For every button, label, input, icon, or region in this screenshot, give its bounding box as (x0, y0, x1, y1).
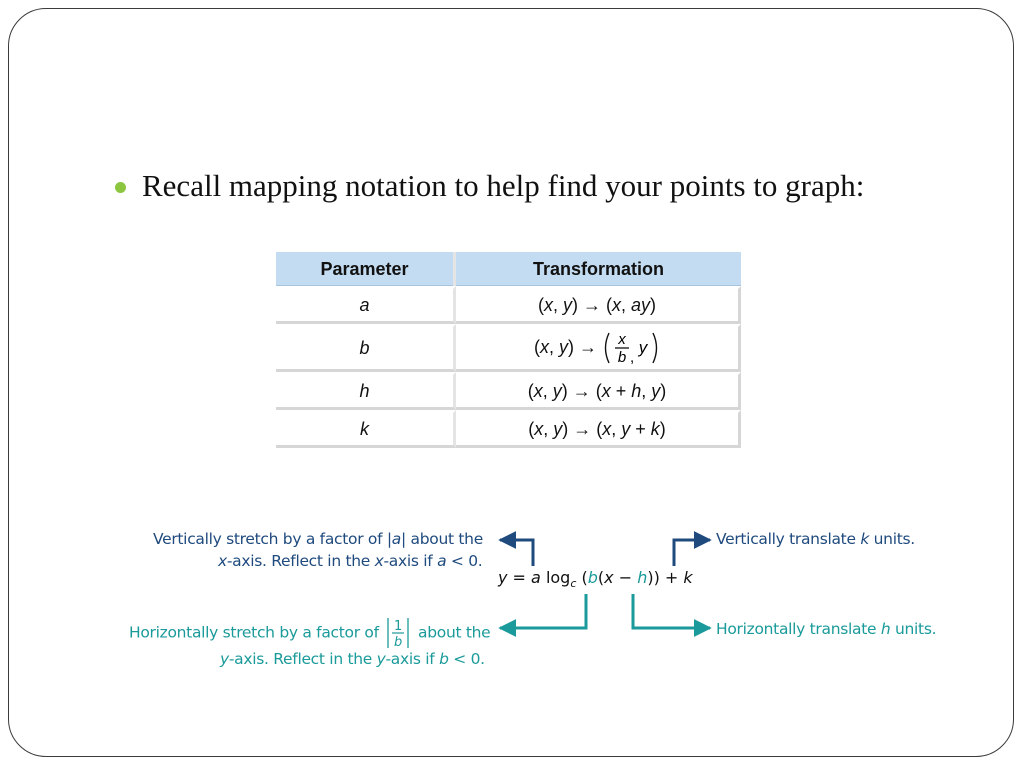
arrow-h-to-horizontal-translate (631, 594, 712, 637)
svg-text:b: b (394, 635, 402, 649)
svg-text:b: b (618, 349, 626, 365)
transformation-cell: (x, y) → (x, ay) (456, 286, 741, 324)
arrow-k-to-vertical-translate (672, 531, 712, 566)
vertical-stretch-line2: x-axis. Reflect in the x-axis if a < 0. (218, 552, 483, 570)
svg-text:x: x (617, 331, 626, 348)
transformation-cell: (x, y) → x b , y (456, 324, 741, 372)
horizontal-translate-label: Horizontally translate h units. (716, 620, 937, 638)
header-transformation: Transformation (456, 252, 741, 286)
bullet-dot-icon (115, 182, 126, 193)
transformation-cell: (x, y) → (x, y + k) (456, 410, 741, 448)
table-row: h (x, y) → (x + h, y) (276, 372, 741, 410)
vertical-stretch-line1: Vertically stretch by a factor of |a| ab… (153, 530, 483, 548)
mapping-notation-table: Parameter Transformation a (x, y) → (x, … (276, 252, 741, 448)
table-row: b (x, y) → x b , y (276, 324, 741, 372)
vertical-translate-label: Vertically translate k units. (716, 530, 915, 548)
param-cell: h (276, 372, 456, 410)
param-cell: b (276, 324, 456, 372)
bullet-item: Recall mapping notation to help find you… (115, 168, 865, 204)
table-header-row: Parameter Transformation (276, 252, 741, 286)
log-equation: y = a logc (b(x − h)) + k (498, 568, 693, 590)
horizontal-stretch-line1: Horizontally stretch by a factor of 1 b … (129, 618, 491, 650)
horizontal-stretch-line2: y-axis. Reflect in the y-axis if b < 0. (220, 650, 485, 668)
param-cell: k (276, 410, 456, 448)
slide-frame (8, 8, 1014, 757)
arrow-b-to-horizontal-stretch (498, 594, 588, 637)
transformation-cell: (x, y) → (x + h, y) (456, 372, 741, 410)
svg-text:1: 1 (394, 619, 402, 634)
bullet-text: Recall mapping notation to help find you… (142, 168, 865, 203)
arrow-a-to-vertical-stretch (498, 531, 535, 566)
table-row: a (x, y) → (x, ay) (276, 286, 741, 324)
svg-text:y: y (638, 338, 649, 357)
svg-text:,: , (630, 349, 634, 365)
abs-one-over-b: 1 b (387, 618, 410, 650)
fraction-x-over-b: x b , y (604, 331, 658, 366)
table-row: k (x, y) → (x, y + k) (276, 410, 741, 448)
header-parameter: Parameter (276, 252, 456, 286)
param-cell: a (276, 286, 456, 324)
